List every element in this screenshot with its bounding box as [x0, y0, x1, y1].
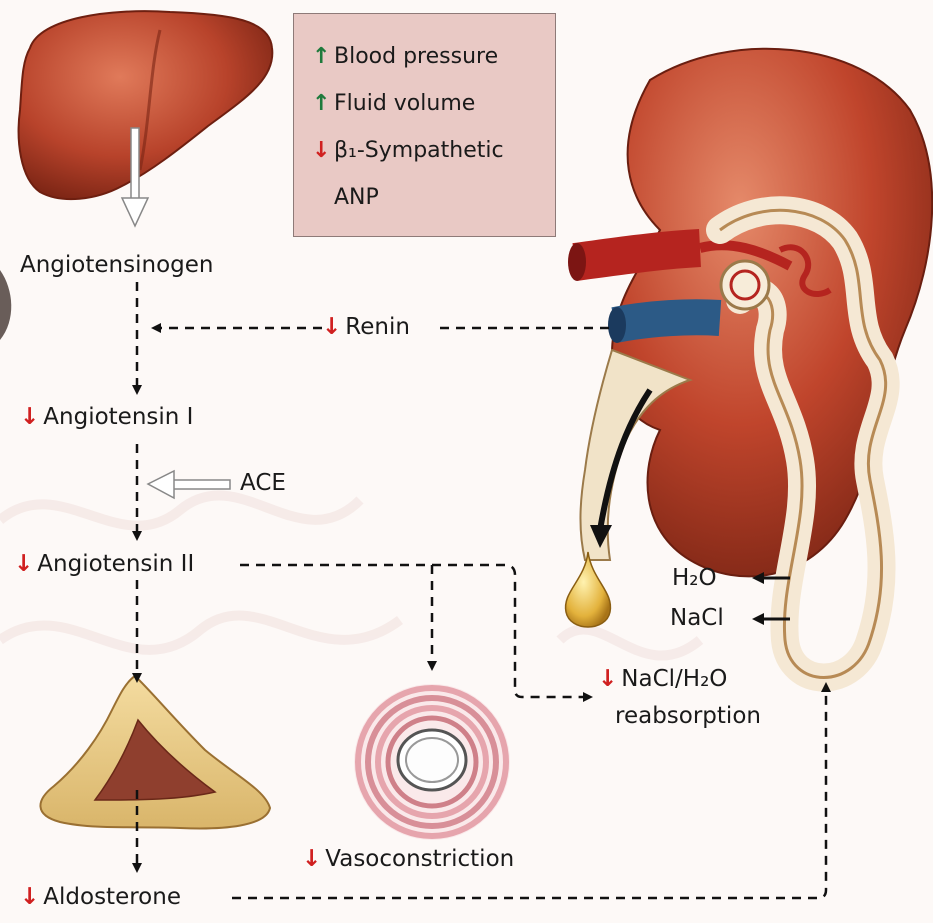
down-arrow-icon: ↓	[322, 314, 341, 340]
angiotensinogen-label: Angiotensinogen	[20, 252, 213, 279]
legend-box: ↑Blood pressure ↑Fluid volume ↓β₁-Sympat…	[293, 13, 556, 237]
h2o-label: H₂O	[672, 565, 717, 592]
adrenal-gland-illustration	[40, 676, 270, 828]
down-arrow-icon: ↓	[20, 884, 39, 910]
up-arrow-icon: ↑	[312, 44, 334, 69]
down-arrow-icon: ↓	[14, 551, 33, 577]
down-arrow-icon: ↓	[598, 666, 617, 692]
down-arrow-icon: ↓	[312, 138, 334, 163]
down-arrow-icon: ↓	[20, 404, 39, 430]
legend-item-sympathetic: ↓β₁-Sympathetic	[312, 138, 504, 163]
urine-drop-illustration	[566, 552, 611, 627]
legend-item-anp: ANP	[312, 185, 379, 210]
nacl-label: NaCl	[670, 605, 724, 632]
angiotensin-2-label: ↓Angiotensin II	[14, 551, 194, 578]
angiotensin-1-label: ↓Angiotensin I	[20, 404, 193, 431]
legend-item-fluid-volume: ↑Fluid volume	[312, 91, 475, 116]
blood-vessel-illustration	[354, 684, 510, 840]
liver-illustration	[19, 11, 273, 199]
kidney-illustration	[568, 49, 932, 678]
reabsorption-label-line2: reabsorption	[615, 703, 761, 730]
aldosterone-label: ↓Aldosterone	[20, 884, 181, 911]
down-arrow-icon: ↓	[302, 846, 321, 872]
up-arrow-icon: ↑	[312, 91, 334, 116]
reabsorption-label-line1: ↓NaCl/H₂O	[598, 666, 727, 693]
renin-label: ↓Renin	[322, 314, 410, 341]
vasoconstriction-label: ↓Vasoconstriction	[302, 846, 514, 873]
legend-item-blood-pressure: ↑Blood pressure	[312, 44, 498, 69]
ace-label: ACE	[240, 470, 286, 497]
